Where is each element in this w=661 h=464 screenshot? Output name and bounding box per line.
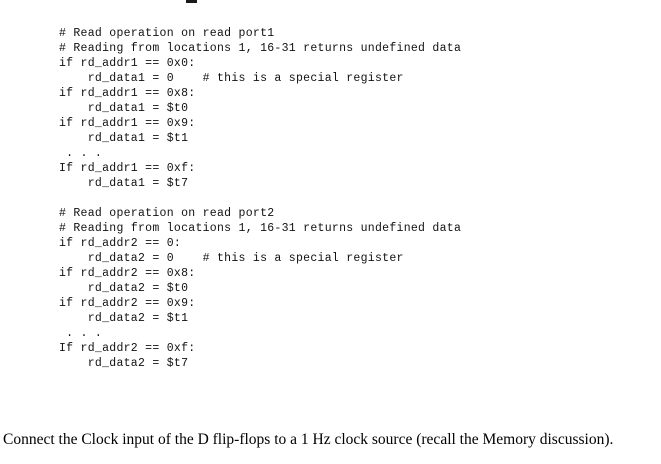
code-line: if rd_addr1 == 0x0: <box>59 56 196 70</box>
code-line: . . . <box>59 146 103 160</box>
code-line: # Reading from locations 1, 16-31 return… <box>59 41 462 55</box>
code-line: rd_data2 = 0 # this is a special registe… <box>59 251 404 265</box>
code-line: rd_data2 = $t1 <box>59 311 189 325</box>
code-line: rd_data2 = $t0 <box>59 281 189 295</box>
code-listing: # Read operation on read port1# Reading … <box>59 26 639 371</box>
code-line: rd_data1 = $t0 <box>59 101 189 115</box>
code-line: if rd_addr1 == 0x9: <box>59 116 196 130</box>
code-line: if rd_addr2 == 0x8: <box>59 266 196 280</box>
code-line: # Reading from locations 1, 16-31 return… <box>59 221 462 235</box>
code-line: If rd_addr1 == 0xf: <box>59 161 196 175</box>
code-line: . . . <box>59 326 103 340</box>
code-line: rd_data1 = $t1 <box>59 131 189 145</box>
code-line: # Read operation on read port2 <box>59 206 275 220</box>
code-line: if rd_addr1 == 0x8: <box>59 86 196 100</box>
code-line: rd_data1 = $t7 <box>59 176 189 190</box>
caption-text: Connect the Clock input of the D flip-fl… <box>3 431 614 448</box>
code-line: rd_data1 = 0 # this is a special registe… <box>59 71 404 85</box>
code-line: if rd_addr2 == 0: <box>59 236 182 250</box>
code-line: rd_data2 = $t7 <box>59 356 189 370</box>
clipped-glyph-artifact <box>186 0 197 3</box>
code-line: If rd_addr2 == 0xf: <box>59 341 196 355</box>
code-line-blank <box>59 191 639 206</box>
code-line: if rd_addr2 == 0x9: <box>59 296 196 310</box>
code-line: # Read operation on read port1 <box>59 26 275 40</box>
